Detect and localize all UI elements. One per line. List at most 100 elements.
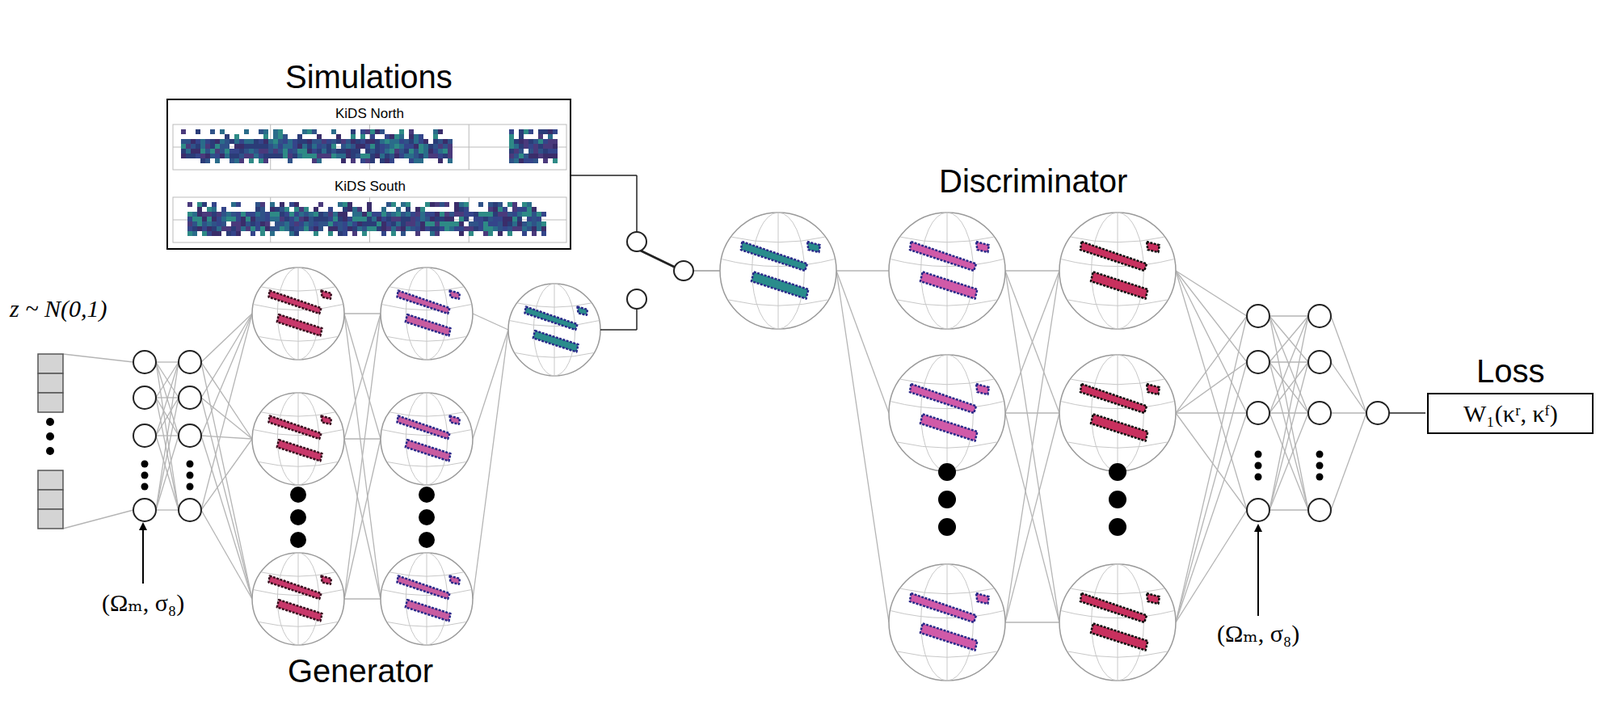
map-pixel [347, 221, 353, 227]
wire [155, 362, 179, 436]
sphere-grid [277, 392, 319, 485]
map-pixel [376, 226, 382, 232]
map-pixel [444, 202, 450, 207]
map-pixel [265, 226, 270, 232]
map-pixel [311, 158, 317, 164]
wire [1389, 412, 1426, 414]
map-pixel [219, 143, 225, 149]
map-pixel [260, 202, 266, 207]
wire [836, 270, 889, 623]
map-pixel [195, 138, 201, 144]
map-pixel [323, 216, 329, 222]
sphere-grid [426, 552, 428, 645]
map-pixel [195, 148, 201, 154]
sphere-grid [389, 572, 464, 577]
section-title: Discriminator [938, 161, 1128, 201]
map-pixel [294, 226, 299, 232]
wire [1175, 509, 1247, 623]
map-pixel [224, 134, 230, 139]
map-pixel [235, 216, 241, 222]
map-pixel [371, 216, 377, 222]
map-pixel [274, 206, 280, 212]
map-pixel [522, 206, 527, 212]
map-pixel [336, 148, 342, 154]
map-pixel [370, 153, 375, 159]
map-pixel [240, 211, 246, 217]
map-pixel [362, 221, 367, 227]
map-pixel [531, 211, 537, 217]
map-pixel [195, 153, 201, 159]
sphere-grid [426, 392, 428, 485]
map-pixel [536, 221, 542, 227]
map-pixel [255, 216, 261, 222]
map-pixel [298, 211, 304, 217]
map-pixel [497, 231, 503, 236]
map-pixel [352, 211, 358, 217]
footprint [277, 314, 323, 336]
map-pixel [289, 211, 295, 217]
wire [472, 329, 509, 599]
map-pixel [400, 216, 406, 222]
map-pixel [473, 221, 479, 227]
footprint [1090, 623, 1149, 650]
map-pixel [507, 211, 513, 217]
map-pixel [454, 226, 459, 232]
footprint [450, 576, 461, 585]
map-pixel [279, 221, 285, 227]
map-pixel [297, 148, 303, 154]
map-pixel [289, 202, 295, 207]
map-pixel [423, 143, 429, 149]
map-pixel [224, 138, 230, 144]
ellipsis-dot [418, 509, 435, 526]
wire [635, 308, 638, 330]
wire [1330, 315, 1367, 413]
map-pixel [413, 148, 419, 154]
map-pixel [269, 226, 275, 232]
map-pixel [248, 138, 254, 144]
map-pixel [258, 138, 264, 144]
map-pixel [492, 226, 498, 232]
map-pixel [292, 138, 298, 144]
map-pixel [279, 211, 285, 217]
map-pixel [226, 226, 232, 232]
map-pixel [507, 216, 513, 222]
map-pixel [226, 216, 232, 222]
map-pixel [311, 129, 317, 135]
map-pixel [408, 153, 414, 159]
map-pixel [360, 143, 366, 149]
map-pixel [277, 138, 283, 144]
map-pixel [370, 138, 375, 144]
wire [344, 437, 381, 439]
sphere-grid [752, 212, 805, 329]
map-pixel [513, 158, 519, 164]
map-pixel [512, 211, 518, 217]
heading: Simulations [285, 58, 453, 96]
map-pixel [260, 226, 266, 232]
map-pixel [389, 158, 395, 164]
map-pixel [384, 134, 390, 139]
map-pixel [366, 211, 372, 217]
map-pixel [328, 206, 333, 212]
map-pixel [512, 216, 518, 222]
map-pixel [221, 216, 227, 222]
map-pixel [425, 216, 430, 222]
map-pixel [244, 148, 249, 154]
map-pixel [332, 216, 338, 222]
map-pixel [458, 211, 464, 217]
map-pixel [202, 231, 207, 236]
footprint [807, 241, 821, 253]
wire [201, 435, 253, 599]
map-pixel [399, 148, 405, 154]
footprint [976, 241, 990, 253]
wire [155, 397, 179, 510]
sphere [380, 267, 473, 360]
wire [1005, 621, 1060, 623]
map-pixel [337, 211, 343, 217]
map-pixel [277, 148, 283, 154]
map-pixel [502, 226, 508, 232]
sphere-grid [947, 212, 948, 329]
map-pixel [478, 211, 484, 217]
map-pixel [518, 153, 524, 159]
map-pixel [318, 211, 324, 217]
sphere-grid [1068, 299, 1167, 306]
